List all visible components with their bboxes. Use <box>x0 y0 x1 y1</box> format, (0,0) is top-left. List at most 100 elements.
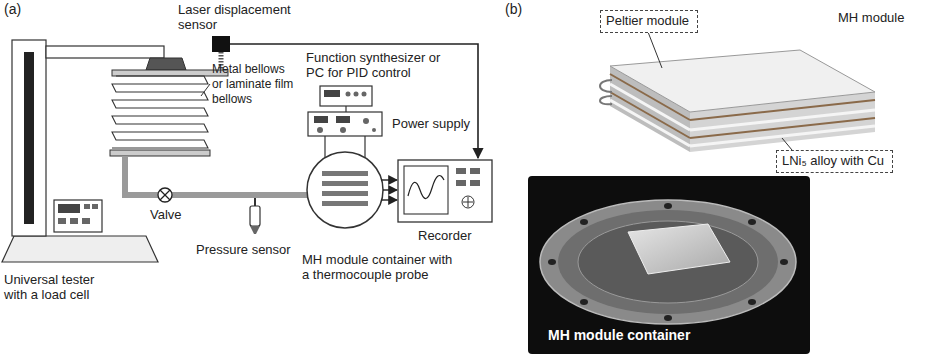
part-label: MH module <box>838 10 904 25</box>
pressure-sensor <box>250 198 260 234</box>
power-supply-part <box>363 118 369 124</box>
panel-letter: (a) <box>4 2 21 17</box>
mh-container <box>307 152 383 228</box>
universal-tester-part <box>24 52 34 224</box>
part-label: Metal bellows or laminate film bellows <box>212 62 298 107</box>
bellows <box>110 58 228 156</box>
mh-container-part <box>322 201 368 206</box>
bellows-part <box>110 150 210 156</box>
signal-arrow-part <box>381 179 397 180</box>
container-photo-part <box>748 219 756 225</box>
recorder-part <box>404 166 448 214</box>
universal-tester-part <box>58 218 66 224</box>
photo-caption: MH module container <box>548 328 690 343</box>
part-label: Power supply <box>392 116 470 131</box>
container-photo-part <box>580 299 588 305</box>
mh-container-part <box>322 191 368 196</box>
recorder-part <box>470 180 480 186</box>
pressure-sensor-part <box>250 226 260 234</box>
dashed-callout-box: Peltier module <box>600 10 698 33</box>
mh-container-part <box>322 171 368 176</box>
bellows-part <box>146 58 186 70</box>
power-supply <box>308 112 382 158</box>
gas-pipe-part <box>125 156 307 195</box>
container-photo <box>528 176 810 354</box>
container-photo-part <box>780 259 788 265</box>
power-supply-part <box>340 127 346 133</box>
leader-line <box>201 84 210 96</box>
function-synthesizer-part <box>362 92 367 97</box>
recorder-part <box>456 180 466 186</box>
container-photo-part <box>628 224 730 274</box>
container-photo-part <box>558 210 778 314</box>
recorder-part <box>398 160 492 222</box>
mh-module-photo-part <box>610 50 875 112</box>
mh-module-photo-part <box>782 138 792 150</box>
box-text: Peltier module <box>606 13 689 28</box>
mh-module-photo-part <box>600 80 612 104</box>
mh-module-photo-part <box>648 32 662 68</box>
power-supply-part <box>324 136 325 158</box>
function-synthesizer-part <box>354 92 359 97</box>
laser-sensor-part <box>212 36 230 52</box>
universal-tester-part <box>58 204 80 213</box>
signal-arrow-part <box>383 189 397 190</box>
container-photo-part <box>540 200 796 324</box>
bellows-part <box>112 70 228 76</box>
panel-letter: (b) <box>505 2 522 17</box>
power-supply-part <box>372 128 376 132</box>
universal-tester-part <box>70 218 78 224</box>
universal-tester-part <box>2 236 158 262</box>
container-photo-part <box>664 315 672 321</box>
universal-tester-part <box>46 46 164 58</box>
function-synthesizer-part <box>324 90 340 97</box>
container-photo-part <box>578 221 758 303</box>
part-label: Function synthesizer or PC for PID contr… <box>306 50 456 80</box>
pressure-sensor-part <box>250 206 260 226</box>
part-label: Laser displacement sensor <box>178 2 308 32</box>
box-text: LNi₅ alloy with Cu <box>782 153 884 168</box>
valve-symbol-part <box>158 188 172 202</box>
recorder-part <box>408 176 444 199</box>
power-supply-part <box>364 136 365 158</box>
mh-module-photo <box>600 32 875 152</box>
recorder-part <box>456 168 466 174</box>
function-synthesizer-part <box>345 106 346 112</box>
dashed-callout-box: LNi₅ alloy with Cu <box>776 150 893 173</box>
bellows-part <box>112 76 208 148</box>
power-supply-part <box>317 127 323 133</box>
power-supply-part <box>308 112 382 136</box>
universal-tester-part <box>84 204 90 209</box>
part-label: Valve <box>150 207 182 222</box>
universal-tester-part <box>12 40 46 236</box>
valve-symbol-part <box>160 190 170 200</box>
signal-arrow-part <box>381 199 397 200</box>
function-synthesizer-part <box>346 92 351 97</box>
container-photo-part <box>748 299 756 305</box>
signal-arrow <box>381 180 397 200</box>
recorder-part <box>462 196 474 208</box>
recorder-part <box>463 197 473 207</box>
part-label: Recorder <box>418 228 471 243</box>
universal-tester-part <box>54 200 102 232</box>
power-supply-part <box>314 116 328 123</box>
universal-tester-part <box>82 218 90 224</box>
gas-pipe <box>125 156 307 195</box>
part-label: Universal tester with a load cell <box>4 272 116 302</box>
signal-arrow <box>230 44 478 158</box>
function-synthesizer <box>320 86 372 112</box>
recorder <box>398 160 492 222</box>
container-photo-part <box>528 176 810 354</box>
pressure-sensor-part <box>254 198 256 206</box>
container-photo-part <box>580 219 588 225</box>
container-photo-part <box>664 203 672 209</box>
valve-symbol <box>158 188 172 202</box>
recorder-part <box>470 168 480 174</box>
part-label: Pressure sensor <box>196 242 291 257</box>
power-supply-part <box>336 116 350 123</box>
valve-symbol-part <box>160 190 170 200</box>
container-photo-part <box>548 259 556 265</box>
